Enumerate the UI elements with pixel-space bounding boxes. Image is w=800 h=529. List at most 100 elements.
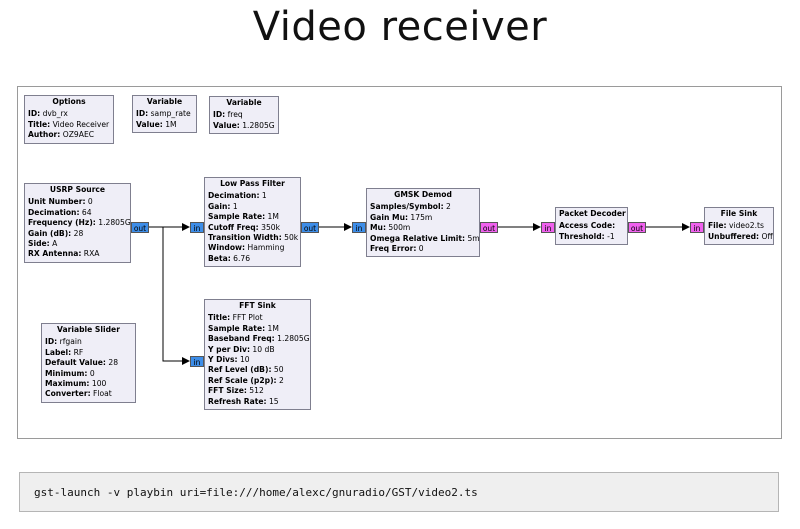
usrp-source-block[interactable]: USRP Source Unit Number: 0 Decimation: 6… bbox=[24, 183, 131, 263]
param-value: 1M bbox=[265, 323, 279, 333]
param-key: Freq Error: bbox=[370, 244, 417, 254]
param-key: Unbuffered: bbox=[708, 231, 760, 241]
block-title: FFT Sink bbox=[239, 301, 276, 310]
param-row: Sample Rate: 1M bbox=[208, 324, 307, 334]
param-value: 5m bbox=[465, 233, 480, 243]
gmsk-in-port[interactable]: in bbox=[352, 222, 366, 233]
param-value: RXA bbox=[81, 249, 100, 259]
param-key: Sample Rate: bbox=[208, 323, 266, 333]
param-key: Author: bbox=[28, 130, 61, 140]
block-title: Low Pass Filter bbox=[220, 179, 285, 188]
variable-slider-block[interactable]: Variable Slider ID: rfgain Label: RF Def… bbox=[41, 323, 136, 403]
param-key: Access Code: bbox=[559, 221, 616, 231]
param-key: Sample Rate: bbox=[208, 212, 266, 222]
param-value: 28 bbox=[105, 358, 119, 368]
file-sink-block[interactable]: File Sink File: video2.ts Unbuffered: Of… bbox=[704, 207, 774, 246]
param-key: ID: bbox=[28, 109, 41, 119]
param-key: Cutoff Freq: bbox=[208, 222, 259, 232]
param-row: Decimation: 64 bbox=[28, 208, 127, 218]
param-key: Value: bbox=[136, 119, 163, 129]
param-key: Refresh Rate: bbox=[208, 396, 267, 406]
param-row: Unbuffered: Off bbox=[708, 231, 773, 242]
param-key: RX Antenna: bbox=[28, 249, 82, 259]
block-title: Options bbox=[52, 97, 86, 106]
packet-decoder-block[interactable]: Packet Decoder Access Code: Threshold: -… bbox=[555, 207, 628, 246]
param-row: Unit Number: 0 bbox=[28, 197, 127, 207]
options-block[interactable]: Options ID: dvb_rx Title: Video Receiver… bbox=[24, 95, 114, 144]
param-value: 0 bbox=[87, 368, 95, 378]
param-row: Threshold: -1 bbox=[559, 232, 624, 242]
param-key: Value: bbox=[213, 120, 240, 130]
param-key: Baseband Freq: bbox=[208, 334, 275, 344]
param-row: FFT Size: 512 bbox=[208, 386, 307, 396]
param-value: 0 bbox=[85, 197, 93, 207]
param-key: ID: bbox=[213, 110, 226, 120]
block-title: Packet Decoder bbox=[559, 209, 626, 218]
param-value: 512 bbox=[246, 386, 264, 396]
block-title: File Sink bbox=[720, 209, 758, 218]
param-value: samp_rate bbox=[148, 109, 191, 119]
param-value: Off bbox=[759, 231, 773, 241]
param-key: FFT Size: bbox=[208, 386, 247, 396]
param-key: Decimation: bbox=[28, 207, 80, 217]
packet-in-port[interactable]: in bbox=[541, 222, 555, 233]
param-key: Gain (dB): bbox=[28, 228, 72, 238]
param-row: Value: 1M bbox=[136, 120, 193, 130]
flowgraph-canvas[interactable]: Options ID: dvb_rx Title: Video Receiver… bbox=[17, 86, 782, 439]
param-row: Baseband Freq: 1.2805G bbox=[208, 334, 310, 344]
fft-in-port[interactable]: in bbox=[190, 356, 204, 367]
param-value: 2 bbox=[276, 375, 284, 385]
param-key: Omega Relative Limit: bbox=[370, 233, 466, 243]
lpf-out-port[interactable]: out bbox=[301, 222, 319, 233]
gmsk-demod-block[interactable]: GMSK Demod Samples/Symbol: 2 Gain Mu: 17… bbox=[366, 188, 480, 258]
param-value: 1M bbox=[265, 212, 279, 222]
param-key: Ref Level (dB): bbox=[208, 365, 272, 375]
fft-sink-block[interactable]: FFT Sink Title: FFT Plot Sample Rate: 1M… bbox=[204, 299, 311, 411]
param-value: Video Receiver bbox=[50, 119, 110, 129]
param-value: 6.76 bbox=[230, 253, 251, 263]
param-value: 1 bbox=[259, 191, 267, 201]
param-key: Decimation: bbox=[208, 191, 260, 201]
param-row: ID: dvb_rx bbox=[28, 109, 110, 119]
param-key: Gain Mu: bbox=[370, 212, 409, 222]
param-value: video2.ts bbox=[726, 221, 764, 231]
param-row: Transition Width: 50k bbox=[208, 233, 298, 243]
param-row: Value: 1.2805G bbox=[213, 121, 275, 131]
param-value: RF bbox=[71, 347, 84, 357]
param-row: Samples/Symbol: 2 bbox=[370, 202, 476, 212]
gmsk-out-port[interactable]: out bbox=[480, 222, 498, 233]
param-value: 2 bbox=[443, 202, 451, 212]
param-value: 350k bbox=[258, 222, 281, 232]
lpf-in-port[interactable]: in bbox=[190, 222, 204, 233]
param-value: 50 bbox=[271, 365, 284, 375]
param-key: Minimum: bbox=[45, 368, 88, 378]
usrp-out-port[interactable]: out bbox=[131, 222, 149, 233]
param-value: 28 bbox=[71, 228, 84, 238]
variable-freq-block[interactable]: Variable ID: freq Value: 1.2805G bbox=[209, 96, 279, 135]
param-row: Label: RF bbox=[45, 348, 132, 358]
packet-out-port[interactable]: out bbox=[628, 222, 646, 233]
param-row: Gain: 1 bbox=[208, 202, 297, 212]
block-title: USRP Source bbox=[49, 185, 106, 194]
param-row: Sample Rate: 1M bbox=[208, 212, 297, 222]
param-row: Freq Error: 0 bbox=[370, 244, 476, 254]
low-pass-filter-block[interactable]: Low Pass Filter Decimation: 1 Gain: 1 Sa… bbox=[204, 177, 301, 268]
param-value: 1.2805G bbox=[239, 120, 275, 130]
param-key: Title: bbox=[28, 119, 51, 129]
param-row: Gain Mu: 175m bbox=[370, 213, 476, 223]
param-row: Cutoff Freq: 350k bbox=[208, 223, 297, 233]
param-value: freq bbox=[225, 110, 243, 120]
param-key: Default Value: bbox=[45, 358, 106, 368]
param-value: 1 bbox=[230, 201, 238, 211]
variable-samp-rate-block[interactable]: Variable ID: samp_rate Value: 1M bbox=[132, 95, 197, 134]
block-title: GMSK Demod bbox=[394, 190, 452, 199]
filesink-in-port[interactable]: in bbox=[690, 222, 704, 233]
param-key: Converter: bbox=[45, 389, 91, 399]
param-value: 1M bbox=[162, 119, 177, 129]
param-row: Author: OZ9AEC bbox=[28, 130, 110, 140]
param-value: A bbox=[49, 239, 58, 249]
param-value: 0 bbox=[416, 244, 424, 254]
param-row: Y per Div: 10 dB bbox=[208, 345, 307, 355]
param-key: Beta: bbox=[208, 253, 231, 263]
command-line-box: gst-launch -v playbin uri=file:///home/a… bbox=[19, 472, 779, 512]
